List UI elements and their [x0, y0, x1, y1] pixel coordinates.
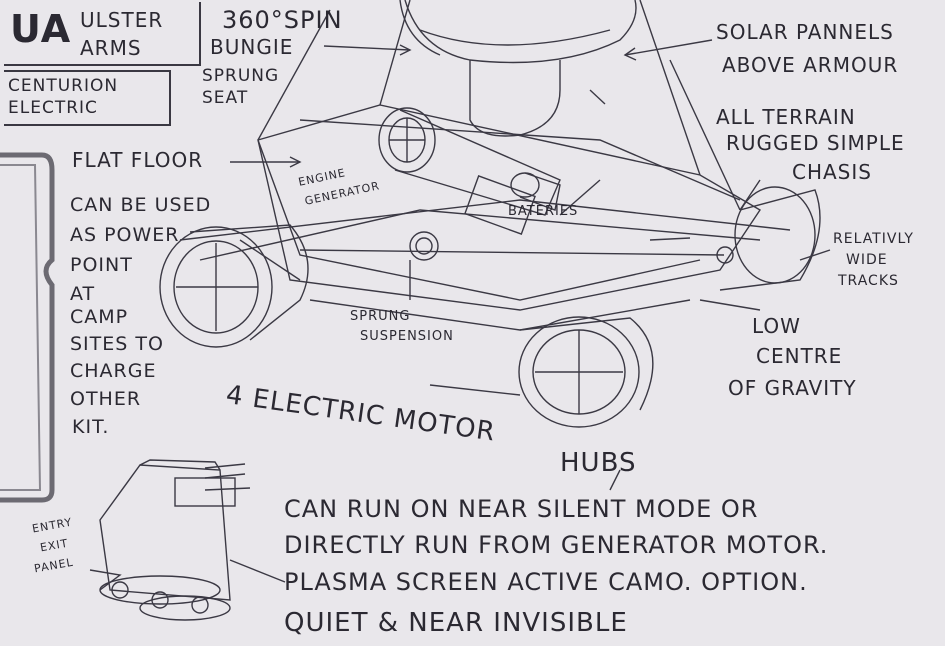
label-cog-1: LOW	[752, 314, 801, 338]
label-spin: 360°SPIN	[222, 6, 343, 34]
label-flat-floor: FLAT FLOOR	[72, 148, 204, 172]
logo-box	[4, 2, 201, 66]
label-power-5: CAMP	[70, 306, 129, 328]
label-terrain-2: RUGGED SIMPLE	[726, 131, 905, 155]
label-tracks-1: RELATIVLY	[833, 231, 914, 247]
label-cog-2: CENTRE	[756, 344, 843, 368]
model-line2: ELECTRIC	[8, 98, 98, 118]
note-line4: QUIET & NEAR INVISIBLE	[284, 608, 628, 638]
note-line2: DIRECTLY RUN FROM GENERATOR MOTOR.	[284, 531, 829, 559]
label-cog-3: OF GRAVITY	[728, 376, 857, 400]
note-line1: CAN RUN ON NEAR SILENT MODE OR	[284, 495, 759, 523]
label-power-7: CHARGE	[70, 360, 157, 382]
label-hubs-2: HUBS	[560, 448, 637, 478]
label-sprung-seat-2: SEAT	[202, 88, 249, 108]
label-power-9: KIT.	[72, 416, 110, 438]
label-power-4: AT	[70, 283, 96, 305]
label-power-3: POINT	[70, 254, 133, 276]
model-box	[4, 70, 171, 126]
label-power-2: AS POWER	[70, 224, 180, 246]
label-tracks-2: WIDE	[846, 252, 888, 268]
label-tracks-3: TRACKS	[838, 273, 899, 289]
model-line1: CENTURION	[8, 76, 119, 96]
label-solar-2: ABOVE ARMOUR	[722, 53, 899, 77]
label-sprung-seat-1: SPRUNG	[202, 66, 280, 86]
label-suspension-1: SPRUNG	[350, 309, 411, 324]
label-suspension-2: SUSPENSION	[360, 329, 454, 344]
label-solar-1: SOLAR PANNELS	[716, 20, 894, 44]
label-terrain-3: CHASIS	[792, 160, 872, 184]
label-batteries: BATERIES	[508, 204, 579, 219]
label-bungie: BUNGIE	[210, 35, 294, 59]
logo-line1: ULSTER	[80, 8, 164, 32]
note-line3: PLASMA SCREEN ACTIVE CAMO. OPTION.	[284, 568, 808, 596]
label-power-1: CAN BE USED	[70, 194, 212, 216]
label-terrain-1: ALL TERRAIN	[716, 105, 856, 129]
label-power-6: SITES TO	[70, 333, 164, 355]
label-power-8: OTHER	[70, 388, 142, 410]
logo-line2: ARMS	[80, 36, 142, 60]
logo-mark: UA	[10, 7, 72, 51]
